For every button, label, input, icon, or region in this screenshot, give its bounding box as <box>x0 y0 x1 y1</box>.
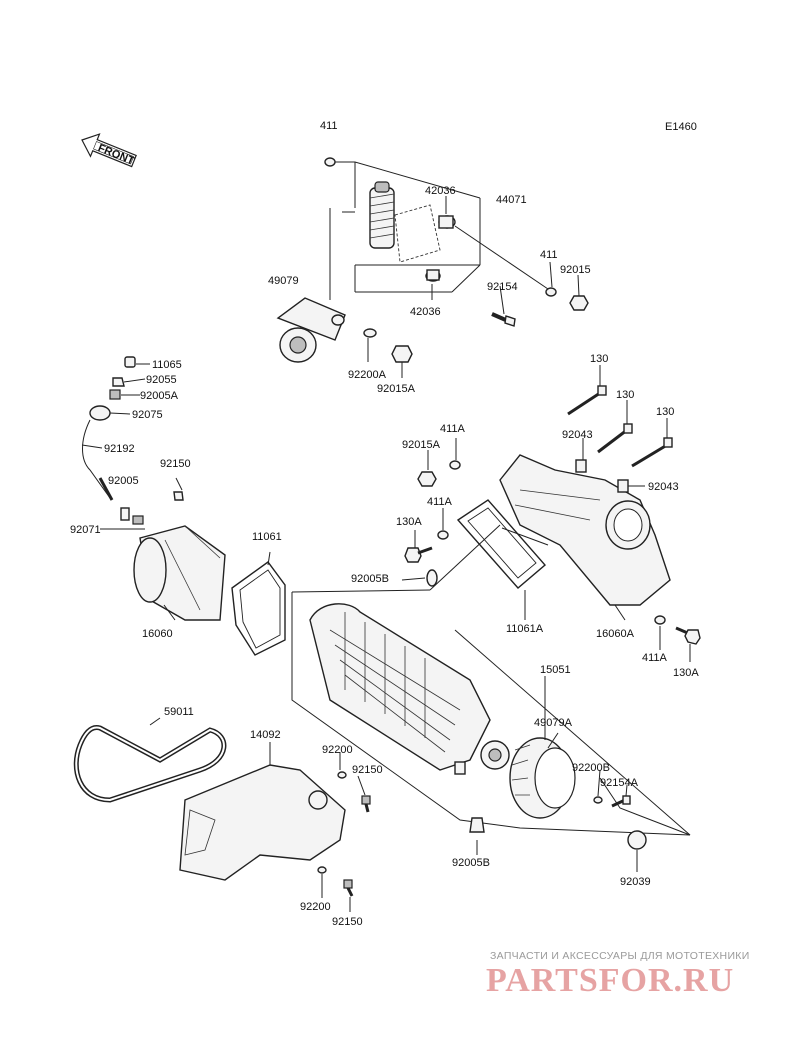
label-11061A: 11061A <box>506 623 544 635</box>
washer-411-top <box>324 157 336 167</box>
label-92043-b: 92043 <box>648 481 679 493</box>
washer-92200-b <box>317 866 327 874</box>
label-92200A: 92200A <box>348 369 387 381</box>
label-130-a: 130 <box>590 353 608 365</box>
label-92005: 92005 <box>108 475 139 487</box>
label-92015: 92015 <box>560 264 591 276</box>
supercharger-15051 <box>291 569 691 836</box>
label-411A-a: 411A <box>440 423 466 435</box>
label-44071: 44071 <box>496 194 527 206</box>
bolt-130A-a <box>404 546 433 563</box>
tensioner-assembly <box>276 157 589 363</box>
washer-411-right <box>545 287 557 297</box>
label-411-right: 411 <box>540 249 558 261</box>
label-92200-a: 92200 <box>322 744 353 756</box>
label-411A-c: 411A <box>642 652 668 664</box>
label-15051: 15051 <box>540 664 571 676</box>
label-14092: 14092 <box>250 729 281 741</box>
label-92015A: 92015A <box>377 383 416 395</box>
idler-pulley-49079 <box>276 297 346 363</box>
label-411-top: 411 <box>320 120 338 132</box>
pulley-49079A <box>509 737 576 819</box>
label-92192: 92192 <box>104 443 135 455</box>
label-92005B-a: 92005B <box>351 573 389 585</box>
label-92150-c: 92150 <box>332 916 363 928</box>
label-130A-b: 130A <box>673 667 699 679</box>
nut-92015 <box>569 295 589 311</box>
label-92071: 92071 <box>70 524 101 536</box>
label-49079A: 49079A <box>534 717 573 729</box>
washer-411A-c <box>654 615 666 625</box>
watermark-brand: PARTSFOR.RU <box>486 962 735 999</box>
label-42036-b: 42036 <box>410 306 441 318</box>
gasket-11061 <box>231 561 286 656</box>
tensioner-spring <box>369 181 395 249</box>
label-130-c: 130 <box>656 406 674 418</box>
front-label: FRONT <box>96 142 136 167</box>
label-92200B: 92200B <box>572 762 610 774</box>
label-49079: 49079 <box>268 275 299 287</box>
washer-92200-a <box>337 771 347 779</box>
label-411A-b: 411A <box>427 496 453 508</box>
label-92200-b: 92200 <box>300 901 331 913</box>
dowel-92043-b <box>617 479 629 493</box>
label-92055: 92055 <box>146 374 177 386</box>
label-42036-a: 42036 <box>425 185 456 197</box>
dowel-92043-a <box>575 459 587 473</box>
watermark-tagline: ЗАПЧАСТИ И АКСЕССУАРЫ ДЛЯ МОТОТЕХНИКИ <box>490 950 750 962</box>
label-92005A: 92005A <box>140 390 179 402</box>
label-16060: 16060 <box>142 628 173 640</box>
cap-92039 <box>627 830 647 850</box>
washer-411A-a <box>449 460 461 470</box>
nut-92015A-b <box>417 471 437 487</box>
part-labels: 411 42036 44071 411 92015 49079 92154 42… <box>70 120 699 928</box>
diagram-code: E1460 <box>665 121 697 133</box>
bolt-92150-b <box>361 795 371 813</box>
label-16060A: 16060A <box>596 628 635 640</box>
label-92150-a: 92150 <box>160 458 191 470</box>
bolt-92150-c <box>343 879 354 897</box>
bolt-92015A <box>391 345 413 363</box>
belt-59011 <box>73 724 227 803</box>
label-92015A-b: 92015A <box>402 439 441 451</box>
label-92005B-b: 92005B <box>452 857 490 869</box>
housing-16060A <box>499 454 671 606</box>
bolt-92154 <box>491 312 516 327</box>
breather-assembly <box>82 356 184 525</box>
label-92039: 92039 <box>620 876 651 888</box>
washer-92200A <box>363 328 377 338</box>
label-92150-b: 92150 <box>352 764 383 776</box>
label-92154: 92154 <box>487 281 518 293</box>
gasket-11061A <box>456 499 546 589</box>
label-92154A: 92154A <box>600 777 639 789</box>
washer-92200B <box>593 796 603 804</box>
label-92043-a: 92043 <box>562 429 593 441</box>
bolts-130 <box>567 385 673 468</box>
label-11061: 11061 <box>252 531 282 543</box>
front-arrow-icon: FRONT <box>81 133 137 168</box>
belt-cover-14092 <box>179 764 346 881</box>
label-130-b: 130 <box>616 389 634 401</box>
washer-411A-b <box>437 530 449 540</box>
bushing-42036-lower <box>425 269 441 282</box>
label-130A-a: 130A <box>396 516 422 528</box>
label-11065: 11065 <box>152 359 182 371</box>
bolt-92154A <box>611 795 631 808</box>
label-92075: 92075 <box>132 409 163 421</box>
air-duct-16060 <box>133 525 226 621</box>
label-59011: 59011 <box>164 706 194 718</box>
leader-lines <box>81 196 691 912</box>
bolt-130A-b <box>675 626 701 645</box>
bushing-42036-upper <box>438 215 456 229</box>
